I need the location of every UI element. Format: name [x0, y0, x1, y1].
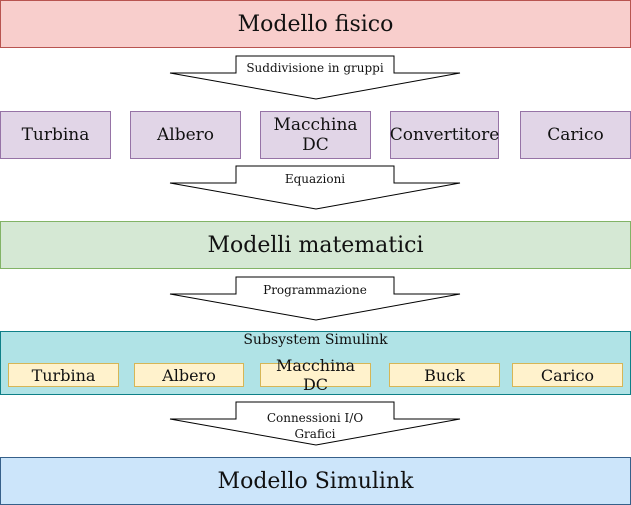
subsystem-turbina: Turbina	[8, 363, 119, 387]
subsystem-label: Turbina	[31, 365, 96, 385]
connections-line-1: Connessioni I/O	[266, 411, 364, 425]
group-label: Convertitore	[389, 125, 500, 145]
simulink-model-box: Modello Simulink	[0, 457, 631, 505]
subsystem-label: Macchina DC	[275, 356, 356, 394]
group-albero: Albero	[130, 111, 241, 159]
math-models-label: Modelli matematici	[207, 232, 424, 258]
subsystem-title: Subsystem Simulink	[243, 332, 388, 348]
group-label: Carico	[547, 125, 604, 145]
split-arrow	[169, 55, 461, 100]
group-label: Albero	[156, 125, 215, 145]
programming-arrow-label: Programmazione	[263, 283, 367, 297]
group-carico: Carico	[520, 111, 631, 159]
subsystem-albero: Albero	[134, 363, 244, 387]
physical-model-label: Modello fisico	[237, 11, 394, 37]
equations-arrow-label: Equazioni	[284, 172, 346, 186]
group-macchina-dc: Macchina DC	[260, 111, 371, 159]
connections-arrow-label: Connessioni I/O Grafici	[236, 410, 394, 442]
subsystem-buck: Buck	[389, 363, 500, 387]
group-convertitore: Convertitore	[390, 111, 499, 159]
subsystem-label: Carico	[540, 365, 595, 385]
connections-arrow	[169, 401, 461, 446]
connections-line-2: Grafici	[294, 427, 336, 441]
subsystem-label: Albero	[162, 365, 216, 385]
group-turbina: Turbina	[0, 111, 111, 159]
subsystem-label: Buck	[424, 365, 465, 385]
simulink-model-label: Modello Simulink	[217, 468, 414, 494]
equations-arrow	[169, 165, 461, 210]
math-models-box: Modelli matematici	[0, 221, 631, 269]
subsystem-macchina-dc: Macchina DC	[260, 356, 371, 394]
group-label: Macchina DC	[273, 115, 358, 155]
programming-arrow	[169, 276, 461, 321]
split-arrow-label: Suddivisione in gruppi	[246, 61, 384, 75]
subsystem-carico: Carico	[512, 363, 623, 387]
group-label: Turbina	[21, 125, 90, 145]
physical-model-box: Modello fisico	[0, 0, 631, 48]
